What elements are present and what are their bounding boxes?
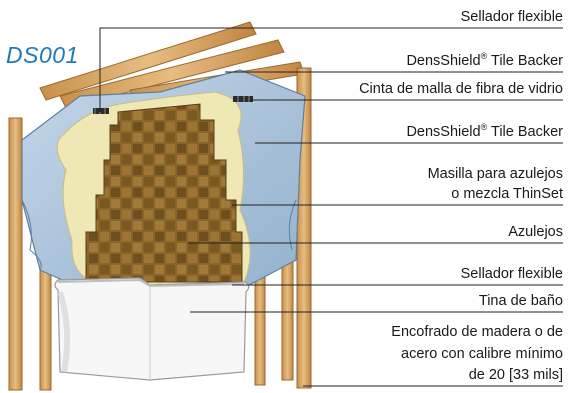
label-bathtub: Tina de baño xyxy=(478,293,563,309)
leader-flexible-sealant-top xyxy=(99,27,563,112)
label-framing-line1: Encofrado de madera o de xyxy=(391,324,563,340)
label-framing-line2: acero con calibre mínimo xyxy=(401,346,563,362)
diagram-code: DS001 xyxy=(6,42,79,68)
label-mastic-line1: Masilla para azulejos xyxy=(427,166,563,182)
label-tile-backer-right: DensShield® Tile Backer xyxy=(406,122,563,141)
tile-backer-top-name: DensShield xyxy=(406,53,481,69)
label-flexible-sealant-bottom: Sellador flexible xyxy=(460,266,563,282)
tile-backer-top-mark: ® xyxy=(480,51,488,62)
tile-backer-right-mark: ® xyxy=(480,122,488,133)
bathtub xyxy=(54,277,250,381)
tile-backer-right-name: DensShield xyxy=(406,124,481,140)
label-tile-backer-top: DensShield® Tile Backer xyxy=(406,51,563,70)
label-mastic-line2: o mezcla ThinSet xyxy=(451,186,563,202)
tile-backer-right-rest: Tile Backer xyxy=(487,124,563,140)
label-tiles: Azulejos xyxy=(508,224,563,240)
label-framing-line3: de 20 [33 mils] xyxy=(468,367,563,383)
label-mesh-tape: Cinta de malla de fibra de vidrio xyxy=(359,81,563,97)
tile-backer-top-rest: Tile Backer xyxy=(487,53,563,69)
label-flexible-sealant-top: Sellador flexible xyxy=(460,9,563,25)
leader-lines xyxy=(99,27,563,387)
